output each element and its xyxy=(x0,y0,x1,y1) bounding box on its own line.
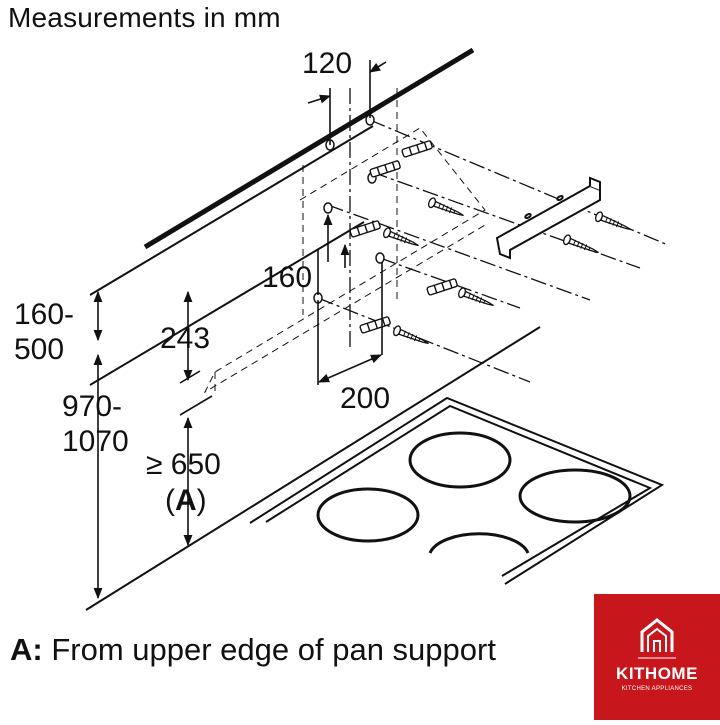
wall-top-edge xyxy=(143,47,475,250)
wall-bracket xyxy=(495,176,601,260)
dim-min-gap-ref-label: (A) xyxy=(165,484,207,517)
dim-160-label: 160 xyxy=(262,261,312,294)
ref-open-paren: ( xyxy=(165,484,175,517)
diagram-title: Measurements in mm xyxy=(8,2,281,33)
ref-letter: A xyxy=(175,484,197,517)
hob-worktop xyxy=(249,396,665,585)
template-outline xyxy=(203,88,486,395)
ref-close-paren: ) xyxy=(197,484,207,517)
kithome-logo: KITHOME KITCHEN APPLIANCES xyxy=(594,594,720,720)
dim-200-label: 200 xyxy=(340,382,390,415)
dim-range-top-line2: 500 xyxy=(14,333,64,366)
dim-range-total-line1: 970- xyxy=(62,390,122,423)
centre-lines xyxy=(317,88,669,383)
footnote-key: A: xyxy=(10,632,43,667)
dim-range-top-line1: 160- xyxy=(14,298,74,331)
dim-243-label: 243 xyxy=(160,322,210,355)
dim-min-gap-label: ≥ 650 xyxy=(146,448,221,481)
drill-holes xyxy=(313,114,385,304)
footnote: A: From upper edge of pan support xyxy=(10,632,496,668)
dimension-lines xyxy=(93,60,387,600)
wall-lines xyxy=(85,125,541,611)
footnote-text: From upper edge of pan support xyxy=(42,632,496,667)
screws xyxy=(383,197,631,345)
logo-tagline: KITCHEN APPLIANCES xyxy=(621,686,693,692)
house-icon xyxy=(638,618,676,659)
dim-120-label: 120 xyxy=(302,47,352,80)
logo-brand-name: KITHOME xyxy=(616,664,698,683)
wall-plugs xyxy=(349,140,458,334)
dim-range-total-line2: 1070 xyxy=(62,425,129,458)
cooking-zones xyxy=(316,431,632,554)
